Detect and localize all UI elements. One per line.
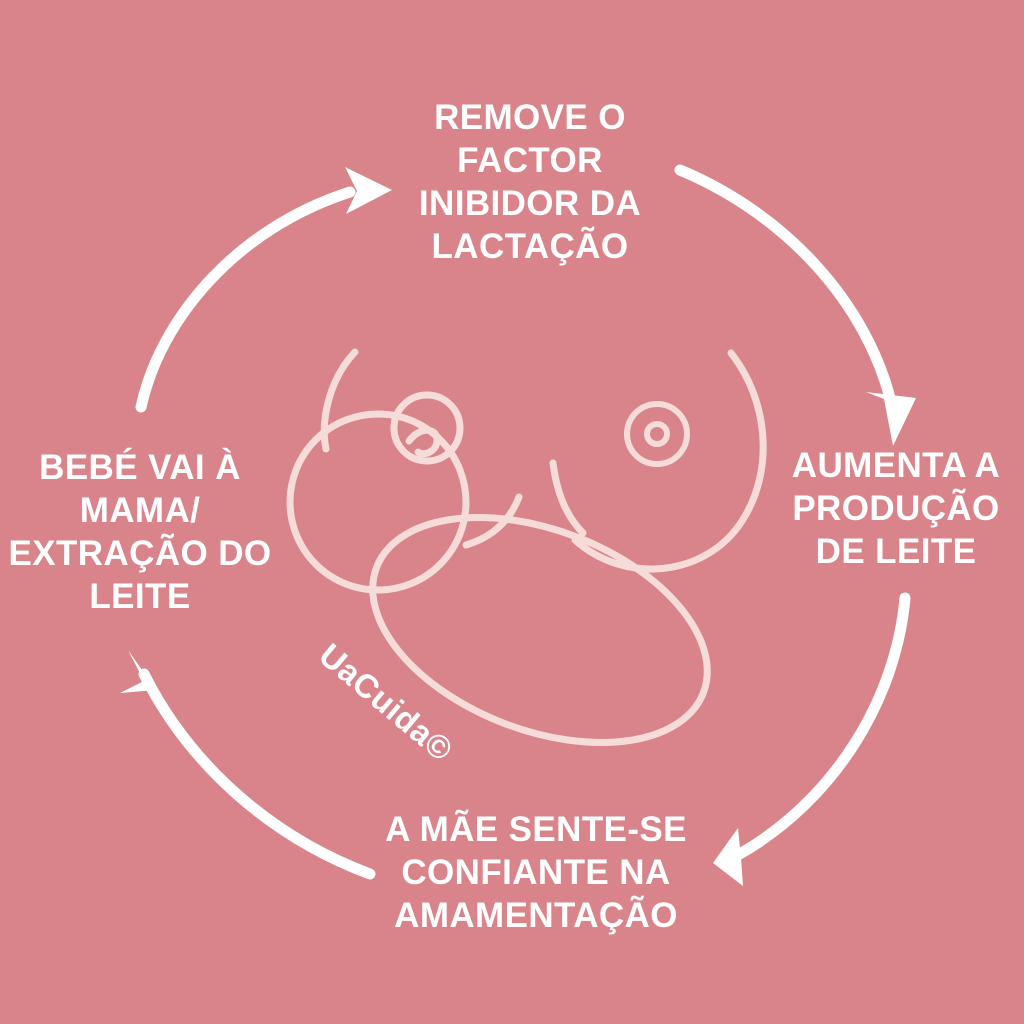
bottom-left-arrow xyxy=(120,650,376,880)
nipple-areola-shape xyxy=(624,401,690,467)
arrows-group xyxy=(120,164,916,886)
illustration-group xyxy=(286,348,767,746)
baby-ear-inner-shape xyxy=(405,426,441,458)
bottom-right-arrow xyxy=(713,592,911,886)
baby-ear-shape xyxy=(390,391,464,465)
baby-hair-curl-shape xyxy=(320,348,359,453)
top-right-arrow xyxy=(674,164,916,446)
cycle-label-remove-inhibitor: REMOVE O FACTOR INIBIDOR DA LACTAÇÃO xyxy=(418,98,642,266)
top-left-arrow xyxy=(135,167,392,413)
nipple-shape xyxy=(644,421,670,447)
left-breast-upper-shape xyxy=(549,459,587,537)
cycle-label-mother-confident: A MÃE SENTE-SE CONFIANTE NA AMAMENTAÇÃO xyxy=(385,810,687,935)
cycle-label-increase-production: AUMENTA A PRODUÇÃO DE LEITE xyxy=(791,446,1001,571)
left-breast-shape xyxy=(462,493,523,549)
cycle-label-baby-feeds: BEBÉ VAI À MAMA/ EXTRAÇÃO DO LEITE xyxy=(8,448,272,616)
right-breast-shape xyxy=(571,349,767,573)
baby-head-shape xyxy=(286,410,470,594)
